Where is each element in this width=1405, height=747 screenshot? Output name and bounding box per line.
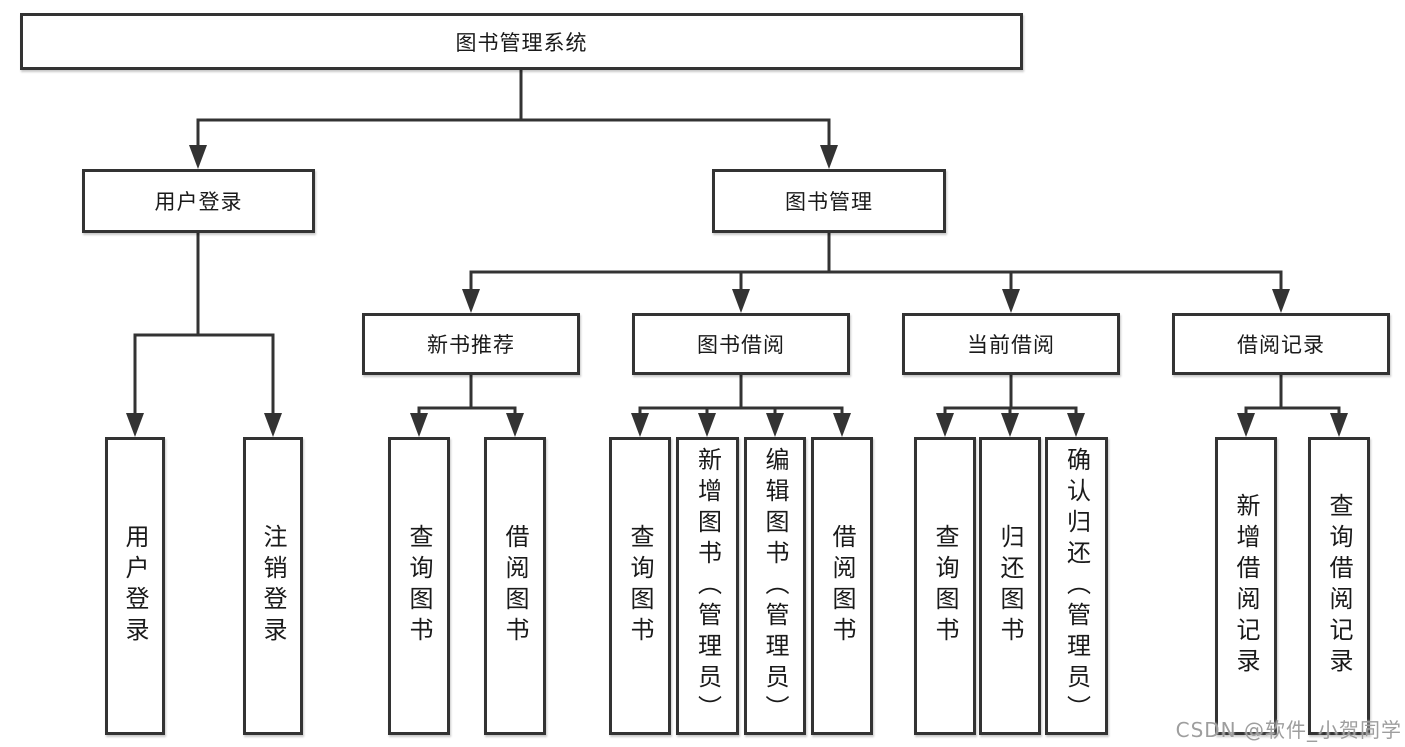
leaf-add-borrow-record: 新增借阅记录 — [1215, 437, 1277, 735]
leaf-query-books-3: 查询图书 — [914, 437, 976, 735]
node-borrowing-records: 借阅记录 — [1172, 313, 1390, 375]
node-label: 查询图书 — [626, 524, 654, 648]
leaf-edit-books-admin: 编辑图书（管理员） — [744, 437, 806, 735]
node-label: 借阅图书 — [828, 524, 856, 648]
leaf-user-login: 用户登录 — [105, 437, 165, 735]
leaf-borrow-books-1: 借阅图书 — [484, 437, 546, 735]
csdn-watermark: CSDN @软件_小贺同学 — [1175, 718, 1402, 742]
node-label: 借阅图书 — [501, 524, 529, 648]
node-label: 图书管理 — [785, 190, 873, 214]
node-library-system-root: 图书管理系统 — [20, 13, 1023, 70]
node-book-management: 图书管理 — [712, 169, 946, 233]
node-label: 注销登录 — [259, 524, 287, 648]
node-label: 新增借阅记录 — [1232, 493, 1260, 679]
node-label: 用户登录 — [121, 524, 149, 648]
leaf-query-books-2: 查询图书 — [609, 437, 671, 735]
node-new-book-recommendation: 新书推荐 — [362, 313, 580, 375]
leaf-return-books: 归还图书 — [979, 437, 1041, 735]
node-book-borrowing: 图书借阅 — [632, 313, 850, 375]
node-label: 归还图书 — [996, 524, 1024, 648]
node-label: 借阅记录 — [1237, 333, 1325, 357]
node-label: 当前借阅 — [967, 333, 1055, 357]
node-label: 编辑图书（管理员） — [761, 446, 789, 726]
node-current-borrowing: 当前借阅 — [902, 313, 1120, 375]
leaf-query-books-1: 查询图书 — [388, 437, 450, 735]
node-label: 用户登录 — [154, 190, 243, 214]
node-user-login: 用户登录 — [82, 169, 315, 233]
leaf-add-books-admin: 新增图书（管理员） — [676, 437, 739, 735]
node-label: 查询借阅记录 — [1325, 493, 1353, 679]
node-label: 图书借阅 — [697, 333, 785, 357]
node-label: 新书推荐 — [427, 333, 515, 357]
node-label: 查询图书 — [405, 524, 433, 648]
node-label: 新增图书（管理员） — [693, 446, 722, 726]
leaf-borrow-books-2: 借阅图书 — [811, 437, 873, 735]
node-label: 确认归还（管理员） — [1062, 446, 1091, 726]
node-label: 图书管理系统 — [455, 30, 588, 55]
leaf-query-borrow-record: 查询借阅记录 — [1308, 437, 1370, 735]
node-label: 查询图书 — [931, 524, 959, 648]
leaf-confirm-return-admin: 确认归还（管理员） — [1045, 437, 1108, 735]
leaf-logout: 注销登录 — [243, 437, 303, 735]
